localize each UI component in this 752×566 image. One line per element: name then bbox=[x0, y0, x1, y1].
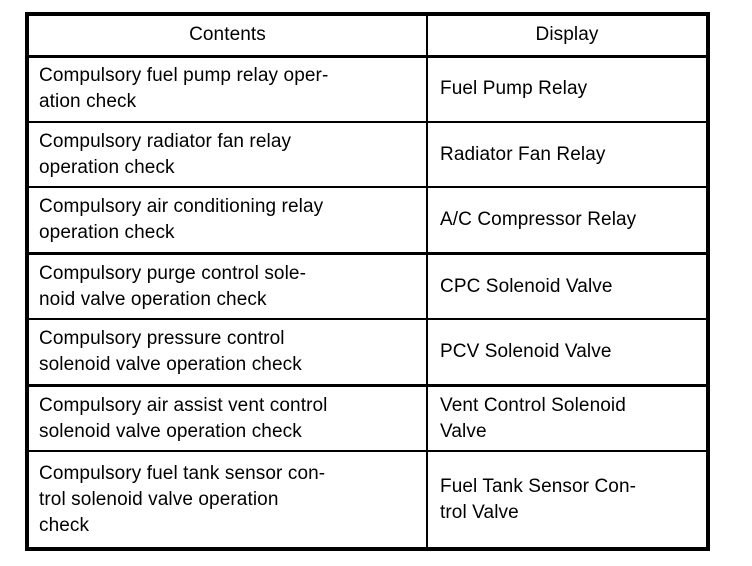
cell-display-text: Radiator Fan Relay bbox=[440, 143, 606, 165]
cell-display-text: Fuel Pump Relay bbox=[440, 78, 588, 100]
cell-contents: Compulsory pressure control solenoid val… bbox=[29, 319, 428, 387]
cell-display: Vent Control Solenoid Valve bbox=[427, 385, 706, 453]
table-row: Compulsory air assist vent control solen… bbox=[29, 385, 706, 453]
cell-contents-text: Compulsory pressure control solenoid val… bbox=[39, 328, 302, 376]
table-body: Compulsory fuel pump relay oper- ation c… bbox=[29, 56, 706, 547]
cell-display: Radiator Fan Relay bbox=[427, 121, 706, 189]
spec-table: Contents Display Compulsory fuel pump re… bbox=[29, 16, 706, 547]
cell-contents: Compulsory purge control sole- noid valv… bbox=[29, 253, 428, 321]
table-row: Compulsory air conditioning relay operat… bbox=[29, 187, 706, 255]
cell-contents-text: Compulsory purge control sole- noid valv… bbox=[39, 262, 307, 310]
cell-contents-text: Compulsory radiator fan relay operation … bbox=[39, 130, 292, 178]
table-row: Compulsory radiator fan relay operation … bbox=[29, 121, 706, 189]
cell-display: PCV Solenoid Valve bbox=[427, 319, 706, 387]
cell-contents-text: Compulsory air conditioning relay operat… bbox=[39, 196, 324, 244]
cell-display-text: A/C Compressor Relay bbox=[440, 209, 637, 231]
cell-display-text: Fuel Tank Sensor Con- trol Valve bbox=[440, 475, 637, 523]
cell-contents: Compulsory air conditioning relay operat… bbox=[29, 187, 428, 255]
cell-display: CPC Solenoid Valve bbox=[427, 253, 706, 321]
cell-display-text: Vent Control Solenoid Valve bbox=[440, 394, 626, 442]
column-header-display: Display bbox=[427, 16, 706, 58]
cell-display: Fuel Tank Sensor Con- trol Valve bbox=[427, 451, 706, 547]
cell-contents: Compulsory air assist vent control solen… bbox=[29, 385, 428, 453]
cell-contents-text: Compulsory fuel pump relay oper- ation c… bbox=[39, 65, 329, 113]
table-header: Contents Display bbox=[29, 16, 706, 58]
cell-contents-text: Compulsory fuel tank sensor con- trol so… bbox=[39, 462, 326, 536]
table-row: Compulsory pressure control solenoid val… bbox=[29, 319, 706, 387]
cell-display: Fuel Pump Relay bbox=[427, 56, 706, 123]
column-header-contents: Contents bbox=[29, 16, 428, 58]
table-row: Compulsory purge control sole- noid valv… bbox=[29, 253, 706, 321]
table-row: Compulsory fuel tank sensor con- trol so… bbox=[29, 451, 706, 547]
cell-contents: Compulsory fuel tank sensor con- trol so… bbox=[29, 451, 428, 547]
spec-table-frame: Contents Display Compulsory fuel pump re… bbox=[25, 12, 710, 551]
table-header-row: Contents Display bbox=[29, 16, 706, 58]
cell-display-text: CPC Solenoid Valve bbox=[440, 275, 613, 297]
cell-contents-text: Compulsory air assist vent control solen… bbox=[39, 394, 328, 442]
cell-contents: Compulsory fuel pump relay oper- ation c… bbox=[29, 56, 428, 123]
cell-contents: Compulsory radiator fan relay operation … bbox=[29, 121, 428, 189]
cell-display-text: PCV Solenoid Valve bbox=[440, 341, 612, 363]
column-header-display-label: Display bbox=[535, 24, 599, 46]
cell-display: A/C Compressor Relay bbox=[427, 187, 706, 255]
column-header-contents-label: Contents bbox=[189, 24, 266, 46]
table-row: Compulsory fuel pump relay oper- ation c… bbox=[29, 56, 706, 123]
